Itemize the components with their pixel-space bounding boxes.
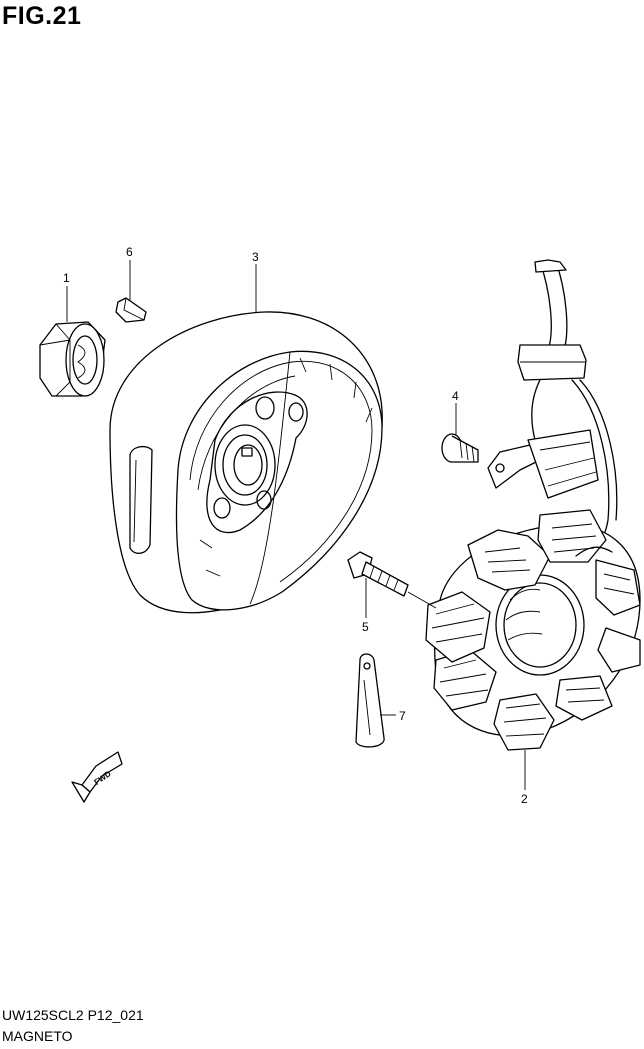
leader-lines [66,260,526,790]
callout-2: 2 [521,792,528,806]
part-7-clamp [355,653,385,748]
callout-4: 4 [452,389,459,403]
part-1-nut [39,321,106,397]
part-4-screw [441,433,479,463]
fwd-arrow: FWD [71,751,123,803]
part-6-key [115,297,147,323]
callout-5: 5 [362,620,369,634]
figure-code: UW125SCL2 P12_021 [2,1007,144,1023]
part-5-bolt [347,551,409,597]
part-2-stator [425,259,641,751]
figure-title: FIG.21 [2,2,82,30]
callout-7: 7 [399,709,406,723]
part-3-rotor [109,311,383,614]
figure-name: MAGNETO [2,1028,73,1044]
callout-1: 1 [63,271,70,285]
callouts: 1 2 3 4 5 6 7 [63,245,528,806]
callout-3: 3 [252,250,259,264]
callout-6: 6 [126,245,133,259]
